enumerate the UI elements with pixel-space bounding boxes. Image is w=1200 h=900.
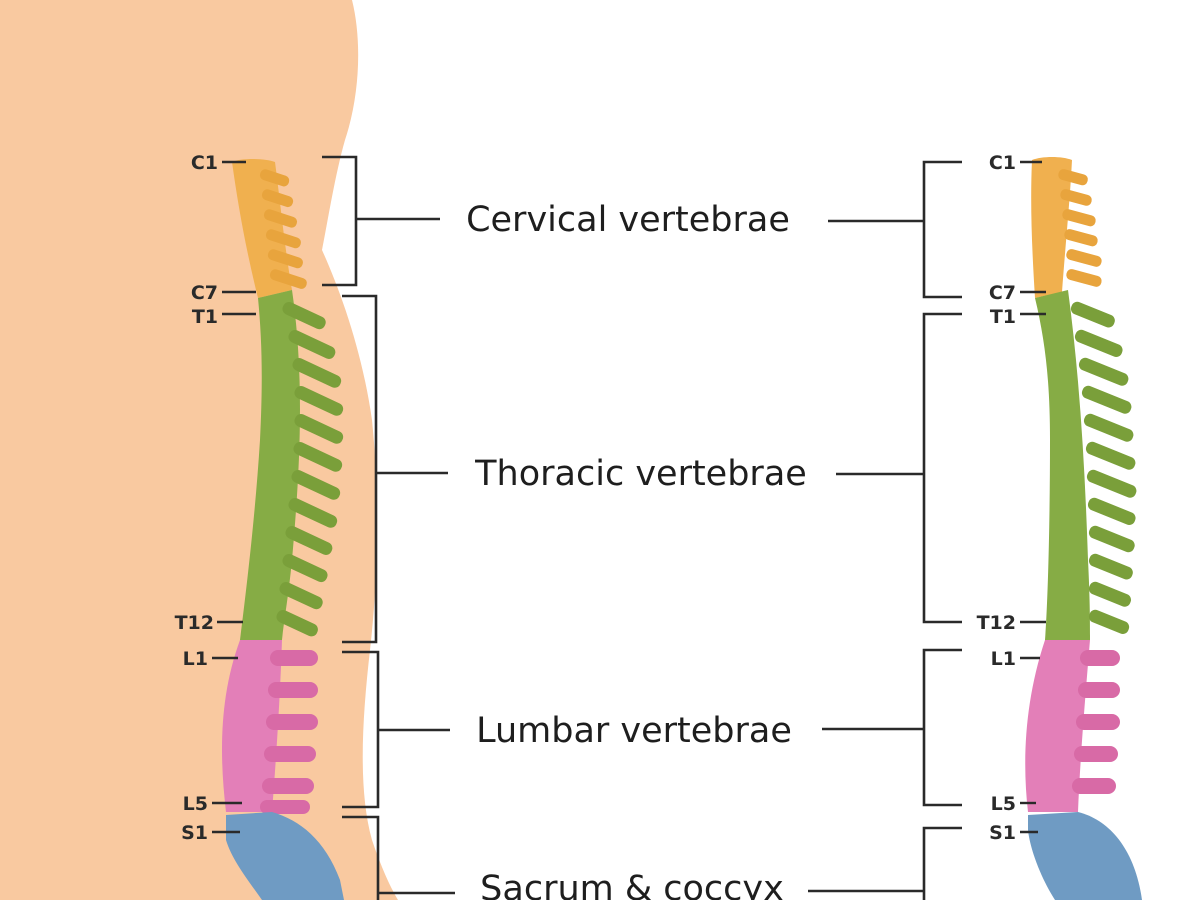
body-silhouette: [0, 0, 398, 900]
lumbar-body-right: [1025, 640, 1090, 812]
sacrum-left: [226, 812, 344, 900]
label-lumbar-vertebrae: Lumbar vertebrae: [476, 711, 792, 751]
right-vertebra-labels: C1 C7 T1 T12 L1 L5 S1: [977, 152, 1016, 844]
right-ticks: [1020, 160, 1046, 834]
face-profile: [0, 0, 70, 470]
label-c1-right: C1: [989, 152, 1016, 174]
label-t12-left: T12: [175, 612, 214, 634]
label-s1-right: S1: [989, 822, 1016, 844]
label-t1-left: T1: [192, 306, 218, 328]
thoracic-body-right: [1035, 290, 1090, 640]
spine-left: [221, 159, 344, 900]
bracket-lumbar-right: [822, 648, 962, 807]
right-brackets: [808, 160, 962, 900]
thoracic-processes-left: [276, 301, 344, 637]
left-vertebra-labels: C1 C7 T1 T12 L1 L5 S1: [175, 152, 218, 844]
cervical-processes-left: [259, 169, 307, 289]
sacrum-right: [1028, 812, 1142, 900]
bracket-sacrum-right: [808, 826, 962, 900]
label-sacrum-coccyx: Sacrum & coccyx: [480, 869, 784, 900]
label-l1-left: L1: [183, 648, 208, 670]
bracket-thoracic-left: [342, 294, 448, 644]
bracket-thoracic-right: [836, 312, 962, 624]
left-brackets: [322, 155, 455, 900]
label-s1-left: S1: [181, 822, 208, 844]
label-c7-right: C7: [989, 282, 1016, 304]
label-l5-left: L5: [183, 793, 208, 815]
lumbar-processes-right: [1072, 650, 1120, 794]
region-labels: Cervical vertebrae Thoracic vertebrae Lu…: [466, 200, 807, 900]
label-t12-right: T12: [977, 612, 1016, 634]
label-thoracic-vertebrae: Thoracic vertebrae: [474, 454, 807, 494]
label-c1-left: C1: [191, 152, 218, 174]
bracket-cervical-right: [828, 160, 962, 299]
cervical-processes-right: [1058, 169, 1102, 287]
label-c7-left: C7: [191, 282, 218, 304]
bracket-lumbar-left: [342, 650, 450, 809]
thoracic-body-left: [240, 290, 300, 640]
label-t1-right: T1: [990, 306, 1016, 328]
label-l5-right: L5: [991, 793, 1016, 815]
spine-right: [1025, 157, 1142, 900]
bracket-sacrum-left: [342, 815, 455, 900]
label-l1-right: L1: [991, 648, 1016, 670]
lumbar-body-left: [221, 640, 282, 812]
bracket-cervical-left: [322, 155, 440, 287]
thoracic-processes-right: [1070, 301, 1137, 634]
left-ticks: [212, 160, 256, 834]
lumbar-processes-left: [260, 650, 318, 814]
label-cervical-vertebrae: Cervical vertebrae: [466, 200, 790, 240]
